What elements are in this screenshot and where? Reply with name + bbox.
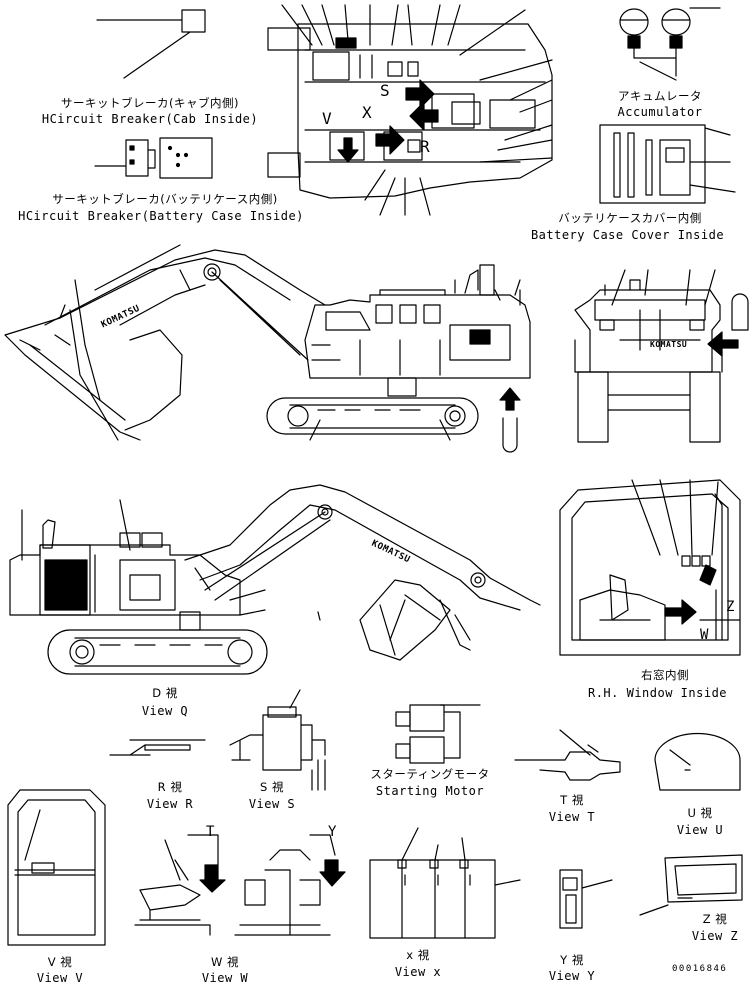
view-x-en-label: View x [394, 965, 442, 979]
view-x-jp-label: x 視 [406, 948, 430, 962]
accumulator-jp-label: アキュムレータ [618, 89, 702, 103]
rh-window-inside-drawing [560, 480, 740, 655]
view-z-en-label: View Z [691, 929, 739, 943]
view-w-en-label: View W [201, 971, 249, 985]
view-x-drawing [370, 828, 520, 938]
starting-motor-en-label: Starting Motor [375, 784, 485, 798]
view-y-jp-label: Y 視 [560, 953, 584, 967]
excavator-rear-view [575, 270, 748, 442]
battery-circuit-breaker-jp-label: サーキットブレーカ(バッテリケース内側) [52, 192, 278, 206]
view-u-en-label: View U [676, 823, 724, 837]
view-v-drawing [8, 790, 105, 945]
view-letter-r: R [420, 137, 431, 156]
excavator-right-side-view [10, 485, 540, 674]
view-y-drawing [560, 870, 612, 928]
view-z-jp-label: Z 視 [702, 912, 728, 926]
accumulator-en-label: Accumulator [617, 105, 703, 119]
view-t-jp-label: T 視 [560, 793, 584, 807]
accumulator-drawing [620, 8, 720, 80]
komatsu-logo-rear: KOMATSU [650, 340, 688, 349]
rh-window-en-label: R.H. Window Inside [587, 686, 728, 700]
view-r-jp-label: R 視 [157, 780, 183, 794]
view-t-en-label: View T [548, 810, 596, 824]
view-v-jp-label: V 視 [47, 955, 73, 969]
starting-motor-drawing [396, 705, 480, 763]
view-w-drawing [135, 835, 345, 935]
cab-circuit-breaker-en-label: HCircuit Breaker(Cab Inside) [41, 112, 259, 126]
view-z-drawing [640, 855, 742, 915]
view-letter-x: X [362, 103, 373, 122]
battery-cover-jp-label: バッテリケースカバー内側 [558, 211, 702, 225]
view-r-en-label: View R [146, 797, 194, 811]
view-letter-t: T [206, 824, 215, 840]
battery-cover-en-label: Battery Case Cover Inside [530, 228, 725, 242]
engine-compartment-plan-view [268, 5, 552, 215]
drawing-code: 00016846 [672, 964, 728, 974]
view-u-drawing [655, 733, 740, 790]
view-letter-v: V [322, 109, 333, 128]
battery-circuit-breaker-en-label: HCircuit Breaker(Battery Case Inside) [18, 209, 304, 223]
battery-case-cover-drawing [600, 125, 735, 203]
rh-window-jp-label: 右窓内側 [641, 668, 689, 682]
view-q-jp-label: D 視 [152, 686, 178, 700]
view-u-jp-label: U 視 [687, 806, 713, 820]
view-q-en-label: View Q [141, 704, 189, 718]
battery-circuit-breaker-drawing [95, 138, 212, 178]
view-s-drawing [230, 690, 325, 790]
view-letter-z: Z [726, 599, 735, 615]
cab-circuit-breaker-drawing [97, 10, 205, 78]
view-y-en-label: View Y [548, 969, 596, 983]
view-letter-w: W [700, 627, 709, 643]
view-letter-y: Y [328, 824, 337, 840]
view-s-en-label: View S [248, 797, 296, 811]
view-letter-s: S [380, 81, 391, 100]
view-v-en-label: View V [36, 971, 84, 985]
cab-circuit-breaker-jp-label: サーキットブレーカ(キャブ内側) [61, 96, 239, 110]
view-s-jp-label: S 視 [260, 780, 284, 794]
view-t-drawing [515, 730, 620, 780]
view-r-drawing [110, 740, 205, 755]
view-w-jp-label: W 視 [210, 955, 240, 969]
starting-motor-jp-label: スターティングモータ [370, 767, 490, 781]
excavator-left-side-view [5, 245, 530, 452]
